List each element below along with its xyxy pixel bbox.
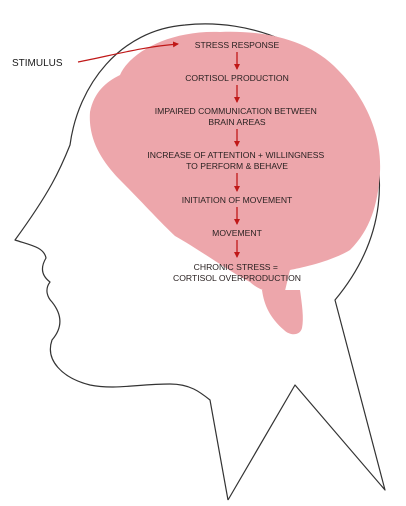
step-cortisol-production: CORTISOL PRODUCTION <box>185 73 289 83</box>
step-stress-response: STRESS RESPONSE <box>195 40 280 50</box>
stimulus-label: STIMULUS <box>12 58 63 69</box>
brain-stem <box>262 290 303 334</box>
step-movement: MOVEMENT <box>212 228 262 238</box>
step-initiation-of-movement: INITIATION OF MOVEMENT <box>182 195 293 205</box>
